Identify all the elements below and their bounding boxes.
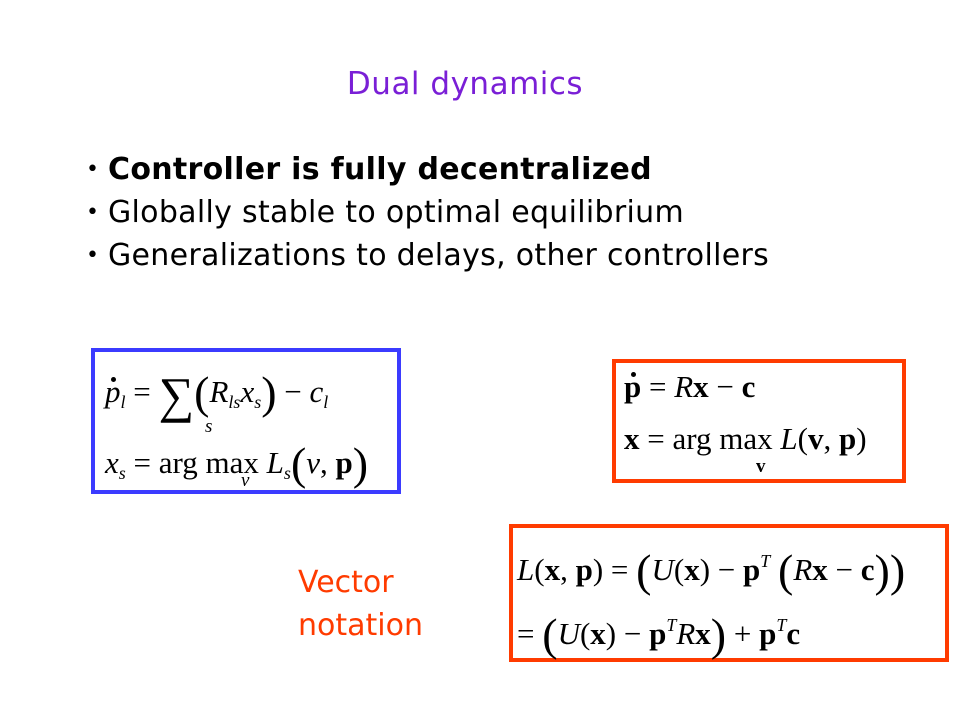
bullet-marker: • <box>86 200 100 225</box>
bullet-text: Generalizations to delays, other control… <box>108 238 770 273</box>
bullet-marker: • <box>86 157 100 182</box>
lagrangian-box: L(x, p) = (U(x) − pT (Rx − c)) = (U(x) −… <box>509 524 949 662</box>
bullet-text: Globally stable to optimal equilibrium <box>108 195 684 230</box>
scalar-equation-price: pl = ∑(Rlsxs) − cl <box>105 367 329 423</box>
lagrangian-line1: L(x, p) = (U(x) − pT (Rx − c)) <box>517 545 906 596</box>
vector-notation-line1: Vector <box>298 565 394 600</box>
bullet-list: • Controller is fully decentralized • Glob… <box>86 148 769 277</box>
vector-notation-label: Vector notation <box>298 561 423 647</box>
bullet-item: • Generalizations to delays, other contro… <box>86 234 769 277</box>
sum-index: s <box>205 416 213 437</box>
vector-equations-box: p = Rx − c x = arg max L(v, p) v <box>612 359 906 483</box>
slide-title: Dual dynamics <box>346 66 584 102</box>
bullet-text: Controller is fully decentralized <box>108 152 652 187</box>
bullet-marker: • <box>86 243 100 268</box>
vector-argmax-index: v <box>756 456 766 477</box>
vector-equation-price: p = Rx − c <box>624 369 756 404</box>
vector-equation-argmax: x = arg max L(v, p) <box>624 421 867 456</box>
bullet-item: • Controller is fully decentralized <box>86 148 769 191</box>
bullet-item: • Globally stable to optimal equilibrium <box>86 191 769 234</box>
scalar-equation-argmax: xs = arg max Ls(v, p) <box>105 438 369 489</box>
argmax-index: v <box>241 470 250 491</box>
vector-notation-line2: notation <box>298 608 423 643</box>
scalar-equations-box: pl = ∑(Rlsxs) − cl s xs = arg max Ls(v, … <box>91 348 401 494</box>
lagrangian-line2: = (U(x) − pTRx) + pTc <box>517 609 801 660</box>
